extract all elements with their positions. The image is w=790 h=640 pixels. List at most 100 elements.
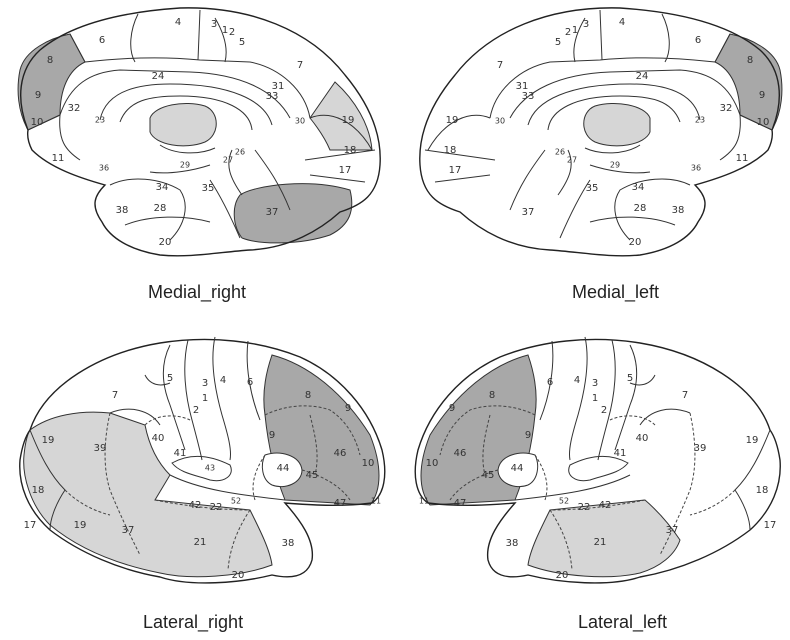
region-9-shaded [715, 34, 782, 130]
medial-right-label: 37 [266, 207, 279, 218]
lateral-right-label: 6 [247, 377, 253, 388]
lateral-right-label: 39 [94, 443, 107, 454]
medial-left-label: 23 [695, 116, 705, 125]
medial-right-label: 7 [297, 60, 303, 71]
medial-left-label: 8 [747, 55, 753, 66]
medial-left-label: 31 [516, 81, 529, 92]
lateral-left-label: 6 [547, 377, 553, 388]
region-9-shaded [18, 34, 85, 130]
lateral-left-label: 42 [599, 500, 612, 511]
caption-medial-right: Medial_right [148, 282, 246, 303]
lateral-right-label: 4 [220, 375, 226, 386]
medial-left-label: 34 [632, 182, 645, 193]
medial-right-label: 11 [52, 153, 65, 164]
lateral-right-label: 20 [232, 570, 245, 581]
region-37-shaded [234, 184, 352, 243]
lateral-left-label: 9 [525, 430, 531, 441]
medial-right-label: 30 [295, 117, 305, 126]
medial-right-label: 28 [154, 203, 167, 214]
medial-right-label: 24 [152, 71, 165, 82]
medial-left-label: 36 [691, 164, 701, 173]
medial-right-label: 29 [180, 161, 190, 170]
medial-right-label: 1 [222, 25, 228, 36]
medial-right-label: 23 [95, 116, 105, 125]
lateral-left-label: 45 [482, 470, 495, 481]
medial-left-label: 32 [720, 103, 733, 114]
medial-right-label: 19 [342, 115, 355, 126]
medial-right-label: 31 [272, 81, 285, 92]
medial-right-label: 3 [211, 19, 217, 30]
caption-lateral-right: Lateral_right [143, 612, 243, 633]
lateral-left-label: 10 [426, 458, 439, 469]
lateral-right-diagram: 7 5 3 4 6 1 2 8 9 19 39 40 41 43 9 46 10… [10, 325, 390, 585]
lateral-left-label: 41 [614, 448, 627, 459]
lateral-right-label: 19 [74, 520, 87, 531]
medial-right-label: 8 [47, 55, 53, 66]
medial-left-label: 5 [555, 37, 561, 48]
medial-right-label: 10 [31, 117, 44, 128]
lateral-left-label: 46 [454, 448, 467, 459]
lateral-right-label: 18 [32, 485, 45, 496]
lateral-right-label: 5 [167, 373, 173, 384]
region-thalamus-shaded [584, 103, 650, 145]
medial-left-label: 9 [759, 90, 765, 101]
medial-right-label: 17 [339, 165, 352, 176]
lateral-left-label: 19 [746, 435, 759, 446]
medial-left-label: 2 [565, 27, 571, 38]
region-thalamus-shaded [150, 103, 216, 145]
medial-left-label: 18 [444, 145, 457, 156]
lateral-right-label: 43 [205, 464, 215, 473]
lateral-right-label: 2 [193, 405, 199, 416]
medial-left-label: 3 [583, 19, 589, 30]
medial-left-label: 20 [629, 237, 642, 248]
medial-left-label: 11 [736, 153, 749, 164]
lateral-left-label: 5 [627, 373, 633, 384]
medial-right-label: 27 [223, 156, 233, 165]
lateral-left-label: 9 [449, 403, 455, 414]
caption-lateral-left: Lateral_left [578, 612, 667, 633]
lateral-left-label: 8 [489, 390, 495, 401]
lateral-left-label: 2 [601, 405, 607, 416]
medial-right-label: 36 [99, 164, 109, 173]
lateral-right-label: 7 [112, 390, 118, 401]
medial-left-label: 28 [634, 203, 647, 214]
medial-left-label: 1 [572, 25, 578, 36]
medial-left-label: 24 [636, 71, 649, 82]
lateral-right-label: 1 [202, 393, 208, 404]
region-parieto-temporal-shaded [24, 412, 272, 577]
medial-left-label: 10 [757, 117, 770, 128]
lateral-left-label: 21 [594, 537, 607, 548]
lateral-right-label: 52 [231, 497, 241, 506]
medial-right-label: 4 [175, 17, 181, 28]
medial-left-label: 26 [555, 148, 565, 157]
medial-right-label: 26 [235, 148, 245, 157]
medial-right-label: 6 [99, 35, 105, 46]
lateral-right-label: 8 [305, 390, 311, 401]
lateral-right-label: 41 [174, 448, 187, 459]
lateral-right-label: 46 [334, 448, 347, 459]
lateral-left-label: 47 [454, 498, 467, 509]
medial-left-label: 4 [619, 17, 625, 28]
lateral-right-label: 17 [24, 520, 37, 531]
lateral-left-label: 38 [506, 538, 519, 549]
lateral-left-label: 3 [592, 378, 598, 389]
lateral-left-label: 22 [578, 502, 591, 513]
medial-right-label: 33 [266, 91, 279, 102]
lateral-left-label: 17 [764, 520, 777, 531]
lateral-right-label: 40 [152, 433, 165, 444]
lateral-right-label: 3 [202, 378, 208, 389]
lateral-right-label: 44 [277, 463, 290, 474]
caption-medial-left: Medial_left [572, 282, 659, 303]
lateral-right-label: 11 [371, 497, 381, 506]
medial-left-label: 17 [449, 165, 462, 176]
lateral-right-label: 10 [362, 458, 375, 469]
medial-right-label: 35 [202, 183, 215, 194]
medial-left-diagram: 4 3 1 2 5 6 8 9 10 11 32 24 33 31 7 23 3… [410, 0, 790, 260]
lateral-left-diagram: 8 6 4 3 5 7 1 2 9 46 45 44 10 9 41 40 39… [410, 325, 790, 585]
lateral-left-label: 18 [756, 485, 769, 496]
lateral-left-label: 20 [556, 570, 569, 581]
medial-right-diagram: 4 3 1 2 5 6 8 9 10 11 32 24 33 31 7 23 3… [10, 0, 390, 260]
lateral-left-label: 7 [682, 390, 688, 401]
medial-left-label: 37 [522, 207, 535, 218]
lateral-left-label: 44 [511, 463, 524, 474]
